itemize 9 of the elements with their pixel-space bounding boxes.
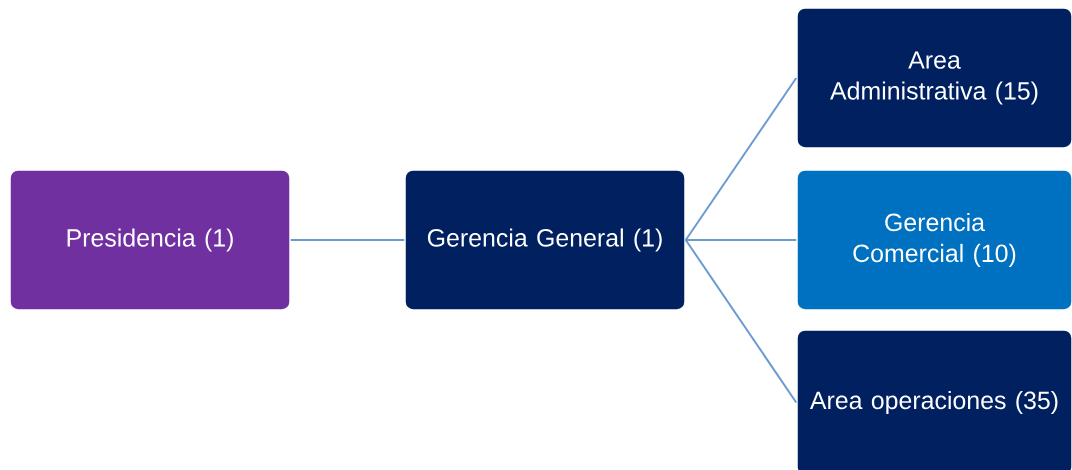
org-box: Gerencia General (1) xyxy=(404,169,686,311)
connector-line xyxy=(289,239,406,241)
connector-line xyxy=(684,77,798,241)
org-box: Presidencia (1) xyxy=(9,169,291,311)
connector-line xyxy=(684,239,798,404)
org-box: Area Administrativa (15) xyxy=(796,7,1072,149)
org-box: Area operaciones (35) xyxy=(796,329,1072,470)
org-box: Gerencia Comercial (10) xyxy=(796,169,1072,311)
connector-line xyxy=(684,239,798,241)
